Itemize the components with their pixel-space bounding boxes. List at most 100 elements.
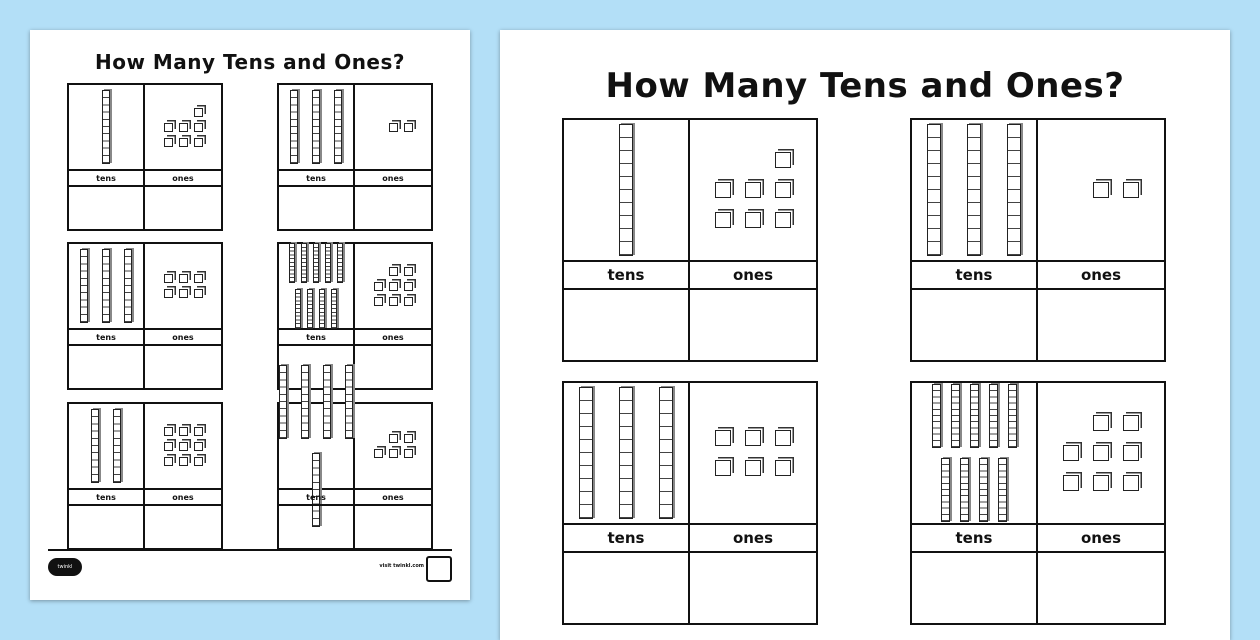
ones-label: ones: [172, 173, 194, 183]
tens-answer-box[interactable]: [279, 346, 355, 388]
tens-picture: [912, 120, 1038, 262]
tens-answer-box[interactable]: [69, 506, 145, 548]
tens-answer-box[interactable]: [279, 187, 355, 229]
ones-label: ones: [382, 332, 404, 342]
ones-answer-box[interactable]: [690, 290, 816, 360]
ones-cube-icon: [163, 289, 173, 298]
tens-rod-icon: [1007, 384, 1017, 448]
ones-cube-icon: [388, 296, 398, 306]
ones-cube-icon: [178, 137, 188, 147]
tens-picture: [279, 243, 355, 330]
tens-label: tens: [96, 173, 116, 183]
ones-label: ones: [382, 492, 404, 502]
ones-answer-box[interactable]: [145, 187, 221, 229]
tens-rod-icon: [950, 384, 960, 448]
twinkl-hat-icon: [426, 556, 452, 582]
ones-cube-icon: [193, 426, 203, 436]
ones-cube-icon: [1093, 415, 1109, 431]
tens-rod-icon: [113, 409, 121, 483]
ones-cube-icon: [775, 460, 791, 476]
ones-cube-icon: [1093, 475, 1109, 491]
ones-answer-box[interactable]: [1038, 290, 1164, 360]
ones-cube-icon: [193, 274, 203, 283]
ones-cube-icon: [715, 460, 731, 476]
ones-cube-icon: [388, 281, 398, 291]
ones-cube-icon: [178, 289, 188, 298]
ones-cube-icon: [403, 449, 413, 458]
tens-answer-box[interactable]: [279, 506, 355, 548]
tens-label: tens: [306, 173, 326, 183]
ones-cube-icon: [193, 289, 203, 298]
ones-cube-icon: [388, 266, 398, 276]
tens-answer-box[interactable]: [564, 553, 690, 623]
ones-answer-box[interactable]: [355, 187, 431, 229]
ones-cube-icon: [193, 441, 203, 451]
ones-answer-box[interactable]: [355, 346, 431, 388]
tens-rod-icon: [998, 458, 1007, 522]
ones-cube-icon: [163, 456, 173, 466]
ones-cube-icon: [163, 274, 173, 283]
tens-picture: [69, 244, 145, 330]
ones-cube-icon: [403, 266, 413, 276]
tens-label: tens: [607, 529, 645, 547]
tens-rod-icon: [301, 243, 307, 283]
ones-cube-icon: [163, 122, 173, 132]
ones-picture: [690, 120, 816, 262]
tens-rod-icon: [279, 365, 287, 439]
tens-picture: [912, 383, 1038, 525]
ones-cube-icon: [178, 426, 188, 436]
ones-answer-box[interactable]: [145, 346, 221, 388]
worksheet-title: How Many Tens and Ones?: [605, 66, 1125, 106]
ones-cube-icon: [178, 274, 188, 283]
ones-cube-icon: [1123, 475, 1139, 491]
tens-rod-icon: [1007, 124, 1021, 256]
tens-rod-icon: [313, 243, 319, 283]
ones-answer-box[interactable]: [1038, 553, 1164, 623]
worksheet-title: How Many Tens and Ones?: [94, 50, 406, 74]
tens-label: tens: [306, 492, 326, 502]
ones-cube-icon: [193, 137, 203, 147]
tens-rod-icon: [80, 249, 88, 323]
ones-cube-icon: [715, 430, 731, 446]
ones-answer-box[interactable]: [145, 506, 221, 548]
tens-picture: [279, 85, 355, 171]
ones-cube-icon: [403, 122, 413, 132]
tens-rod-icon: [619, 387, 633, 519]
tens-rod-icon: [967, 124, 981, 256]
tens-rod-icon: [325, 243, 331, 283]
tens-answer-box[interactable]: [912, 290, 1038, 360]
ones-picture: [690, 383, 816, 525]
ones-cube-icon: [1063, 475, 1079, 491]
tens-answer-box[interactable]: [912, 553, 1038, 623]
ones-cube-icon: [178, 122, 188, 132]
tens-rod-icon: [960, 458, 969, 522]
tens-rod-icon: [91, 409, 99, 483]
ones-picture: [145, 244, 221, 330]
tens-rod-icon: [307, 289, 313, 329]
tens-rod-icon: [290, 90, 298, 164]
tens-ones-card: tens ones: [562, 381, 818, 625]
ones-label: ones: [732, 529, 774, 547]
tens-answer-box[interactable]: [564, 290, 690, 360]
tens-rod-icon: [124, 249, 132, 323]
ones-cube-icon: [715, 212, 731, 228]
tens-rod-icon: [619, 124, 633, 256]
tens-answer-box[interactable]: [69, 346, 145, 388]
ones-cube-icon: [163, 441, 173, 451]
tens-answer-box[interactable]: [69, 187, 145, 229]
ones-cube-icon: [403, 281, 413, 291]
tens-rod-icon: [102, 249, 110, 323]
tens-rod-icon: [334, 90, 342, 164]
ones-answer-box[interactable]: [355, 506, 431, 548]
tens-picture: [564, 120, 690, 262]
ones-cube-icon: [373, 449, 383, 458]
ones-cube-icon: [388, 434, 398, 443]
ones-cube-icon: [163, 137, 173, 147]
tens-rod-icon: [979, 458, 988, 522]
ones-cube-icon: [745, 182, 761, 198]
ones-answer-box[interactable]: [690, 553, 816, 623]
